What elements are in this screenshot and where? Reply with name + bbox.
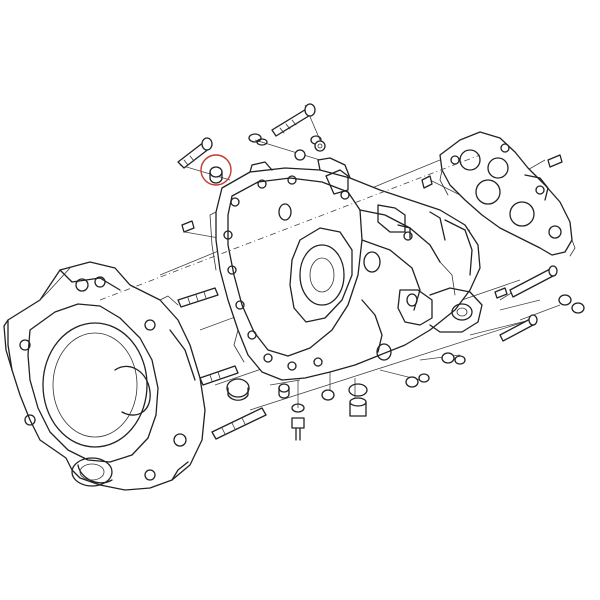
drain-plugs xyxy=(291,383,368,441)
bolt-top-left xyxy=(177,137,213,169)
center-axis xyxy=(99,154,481,301)
washers-top xyxy=(248,133,322,161)
highlighted-bushing xyxy=(200,154,232,186)
transmission-housing xyxy=(209,157,483,381)
bolt-long-top xyxy=(271,103,316,137)
fasteners-right xyxy=(405,154,585,388)
dowel-pins xyxy=(181,175,433,233)
mount-bracket xyxy=(439,131,576,257)
fasteners xyxy=(177,103,585,441)
nut-top-right xyxy=(314,140,326,152)
bell-housing xyxy=(3,261,206,491)
plugs xyxy=(226,378,290,401)
studs-left xyxy=(177,287,267,440)
